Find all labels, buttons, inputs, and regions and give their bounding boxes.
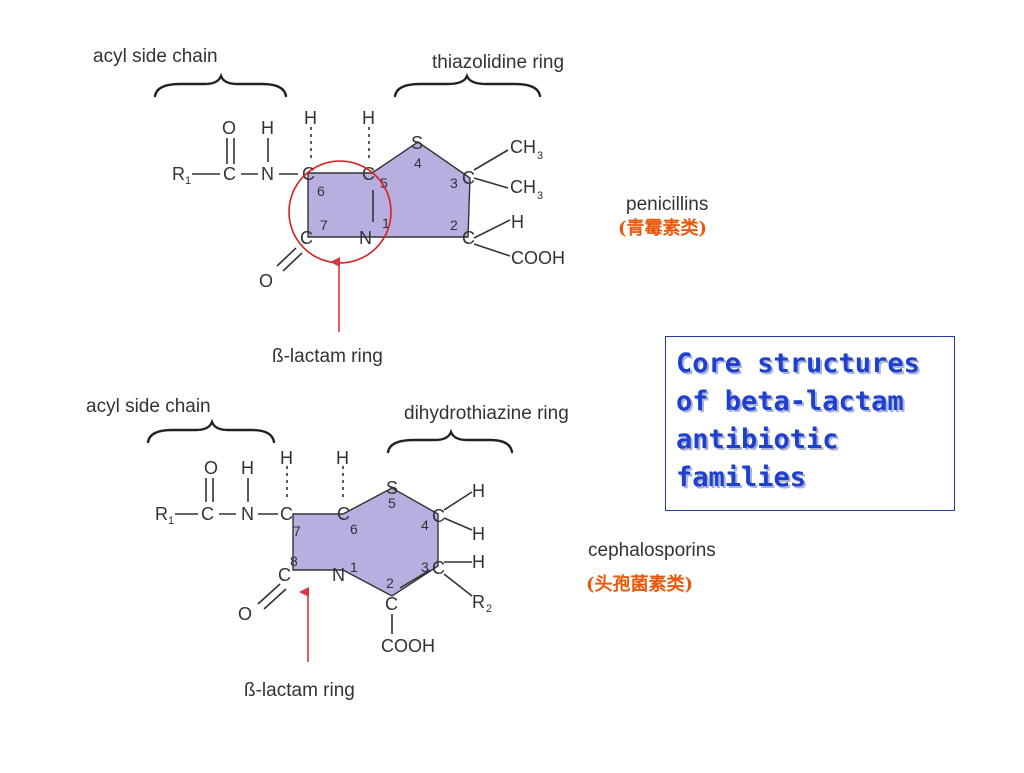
cephalosporin-atom-c4: C (432, 506, 445, 526)
cephalosporin-atom-o: O (204, 458, 218, 478)
cephalosporin-atom-h4a: H (472, 481, 485, 501)
cephalosporin-atom-h3: H (472, 552, 485, 572)
cephalosporin-acyl-brace (146, 418, 276, 444)
cephalosporin-atom-c6: C (337, 504, 350, 524)
penicillin-atom-h-n: H (261, 118, 274, 138)
penicillin-num-3: 3 (450, 175, 458, 191)
penicillin-atom-c3: C (462, 168, 475, 188)
cephalosporin-atom-h7: H (280, 448, 293, 468)
penicillin-atom-ch3-a-sub: 3 (537, 150, 543, 162)
cephalosporin-atom-n-amide: N (241, 504, 254, 524)
cephalosporin-atom-o-lactam: O (238, 604, 252, 624)
cephalosporin-num-3: 3 (421, 559, 429, 575)
cephalosporin-atom-c-carbonyl: C (201, 504, 214, 524)
cephalosporin-atom-n: N (332, 565, 345, 585)
penicillin-num-5: 5 (380, 175, 388, 191)
penicillin-family-label: penicillins (626, 194, 708, 215)
cephalosporin-atom-r1-sub: 1 (168, 515, 174, 527)
cephalosporin-atom-r2-sub: 2 (486, 603, 492, 615)
cephalosporin-atom-h4b: H (472, 524, 485, 544)
penicillin-atom-s: S (411, 133, 423, 153)
penicillin-atom-ch3-b-sub: 3 (537, 190, 543, 202)
cephalosporin-atom-r1: R (155, 504, 168, 524)
penicillin-atom-h5: H (362, 108, 375, 128)
cephalosporin-num-6: 6 (350, 521, 358, 537)
penicillin-atom-c6: C (302, 164, 315, 184)
cephalosporin-ring-brace (386, 428, 514, 454)
penicillin-atom-ch3-a: CH (510, 137, 536, 157)
penicillin-num-2: 2 (450, 217, 458, 233)
penicillin-atom-cooh: COOH (511, 248, 565, 268)
cephalosporin-atom-c3: C (432, 558, 445, 578)
penicillin-atom-ch3-b: CH (510, 177, 536, 197)
penicillin-family-chinese: (青霉素类) (618, 217, 707, 239)
penicillin-atom-c2: C (462, 228, 475, 248)
penicillin-ring-label: thiazolidine ring (432, 52, 564, 73)
cephalosporin-atom-h-n: H (241, 458, 254, 478)
callout-line-1: Core structures (676, 348, 920, 379)
penicillin-atom-r1-sub: 1 (185, 175, 191, 187)
penicillin-atom-c7: C (300, 228, 313, 248)
core-structures-callout: Core structures of beta-lactam antibioti… (665, 336, 955, 511)
cephalosporin-atom-h6: H (336, 448, 349, 468)
cephalosporin-num-1: 1 (350, 559, 358, 575)
penicillin-num-7: 7 (320, 217, 328, 233)
cephalosporin-acyl-label: acyl side chain (86, 396, 211, 417)
cephalosporin-num-4: 4 (421, 517, 429, 533)
penicillin-atom-o: O (222, 118, 236, 138)
penicillin-atom-o-lactam: O (259, 271, 273, 291)
penicillin-acyl-brace (153, 72, 288, 98)
penicillin-atom-r1: R (172, 164, 185, 184)
callout-line-2: of beta-lactam (676, 386, 904, 417)
cephalosporin-family-label: cephalosporins (588, 540, 716, 561)
cephalosporin-ring-label: dihydrothiazine ring (404, 403, 569, 424)
cephalosporin-num-2: 2 (386, 575, 394, 591)
cephalosporin-family-chinese: (头孢菌素类) (586, 573, 693, 595)
penicillin-acyl-label: acyl side chain (93, 46, 218, 67)
cephalosporin-atom-c8: C (278, 565, 291, 585)
callout-line-3: antibiotic (676, 424, 839, 455)
penicillin-num-4: 4 (414, 155, 422, 171)
cephalosporin-atom-cooh: COOH (381, 636, 435, 656)
penicillin-structure: acyl side chain thiazolidine ring penici… (93, 46, 708, 367)
cephalosporin-num-5: 5 (388, 495, 396, 511)
penicillin-atom-n-amide: N (261, 164, 274, 184)
penicillin-ring-fill (307, 141, 471, 238)
penicillin-atom-c-carbonyl: C (223, 164, 236, 184)
cephalosporin-atom-c7: C (280, 504, 293, 524)
penicillin-atom-c5: C (362, 164, 375, 184)
penicillin-atom-n: N (359, 228, 372, 248)
cephalosporin-atom-c2: C (385, 594, 398, 614)
cephalosporin-num-8: 8 (290, 553, 298, 569)
penicillin-atom-h6: H (304, 108, 317, 128)
penicillin-ring-brace (393, 72, 542, 98)
penicillin-atom-h2: H (511, 212, 524, 232)
cephalosporin-structure: acyl side chain dihydrothiazine ring cep… (86, 396, 716, 701)
penicillin-lactam-label: ß-lactam ring (272, 346, 383, 367)
cephalosporin-atom-s: S (386, 478, 398, 498)
cephalosporin-atom-r2: R (472, 592, 485, 612)
cephalosporin-num-7: 7 (293, 523, 301, 539)
callout-line-4: families (676, 462, 807, 493)
penicillin-lactam-highlight-circle (288, 160, 392, 264)
penicillin-num-1: 1 (382, 215, 390, 231)
cephalosporin-lactam-label: ß-lactam ring (244, 680, 355, 701)
penicillin-num-6: 6 (317, 183, 325, 199)
cephalosporin-ring-fill (292, 487, 439, 597)
